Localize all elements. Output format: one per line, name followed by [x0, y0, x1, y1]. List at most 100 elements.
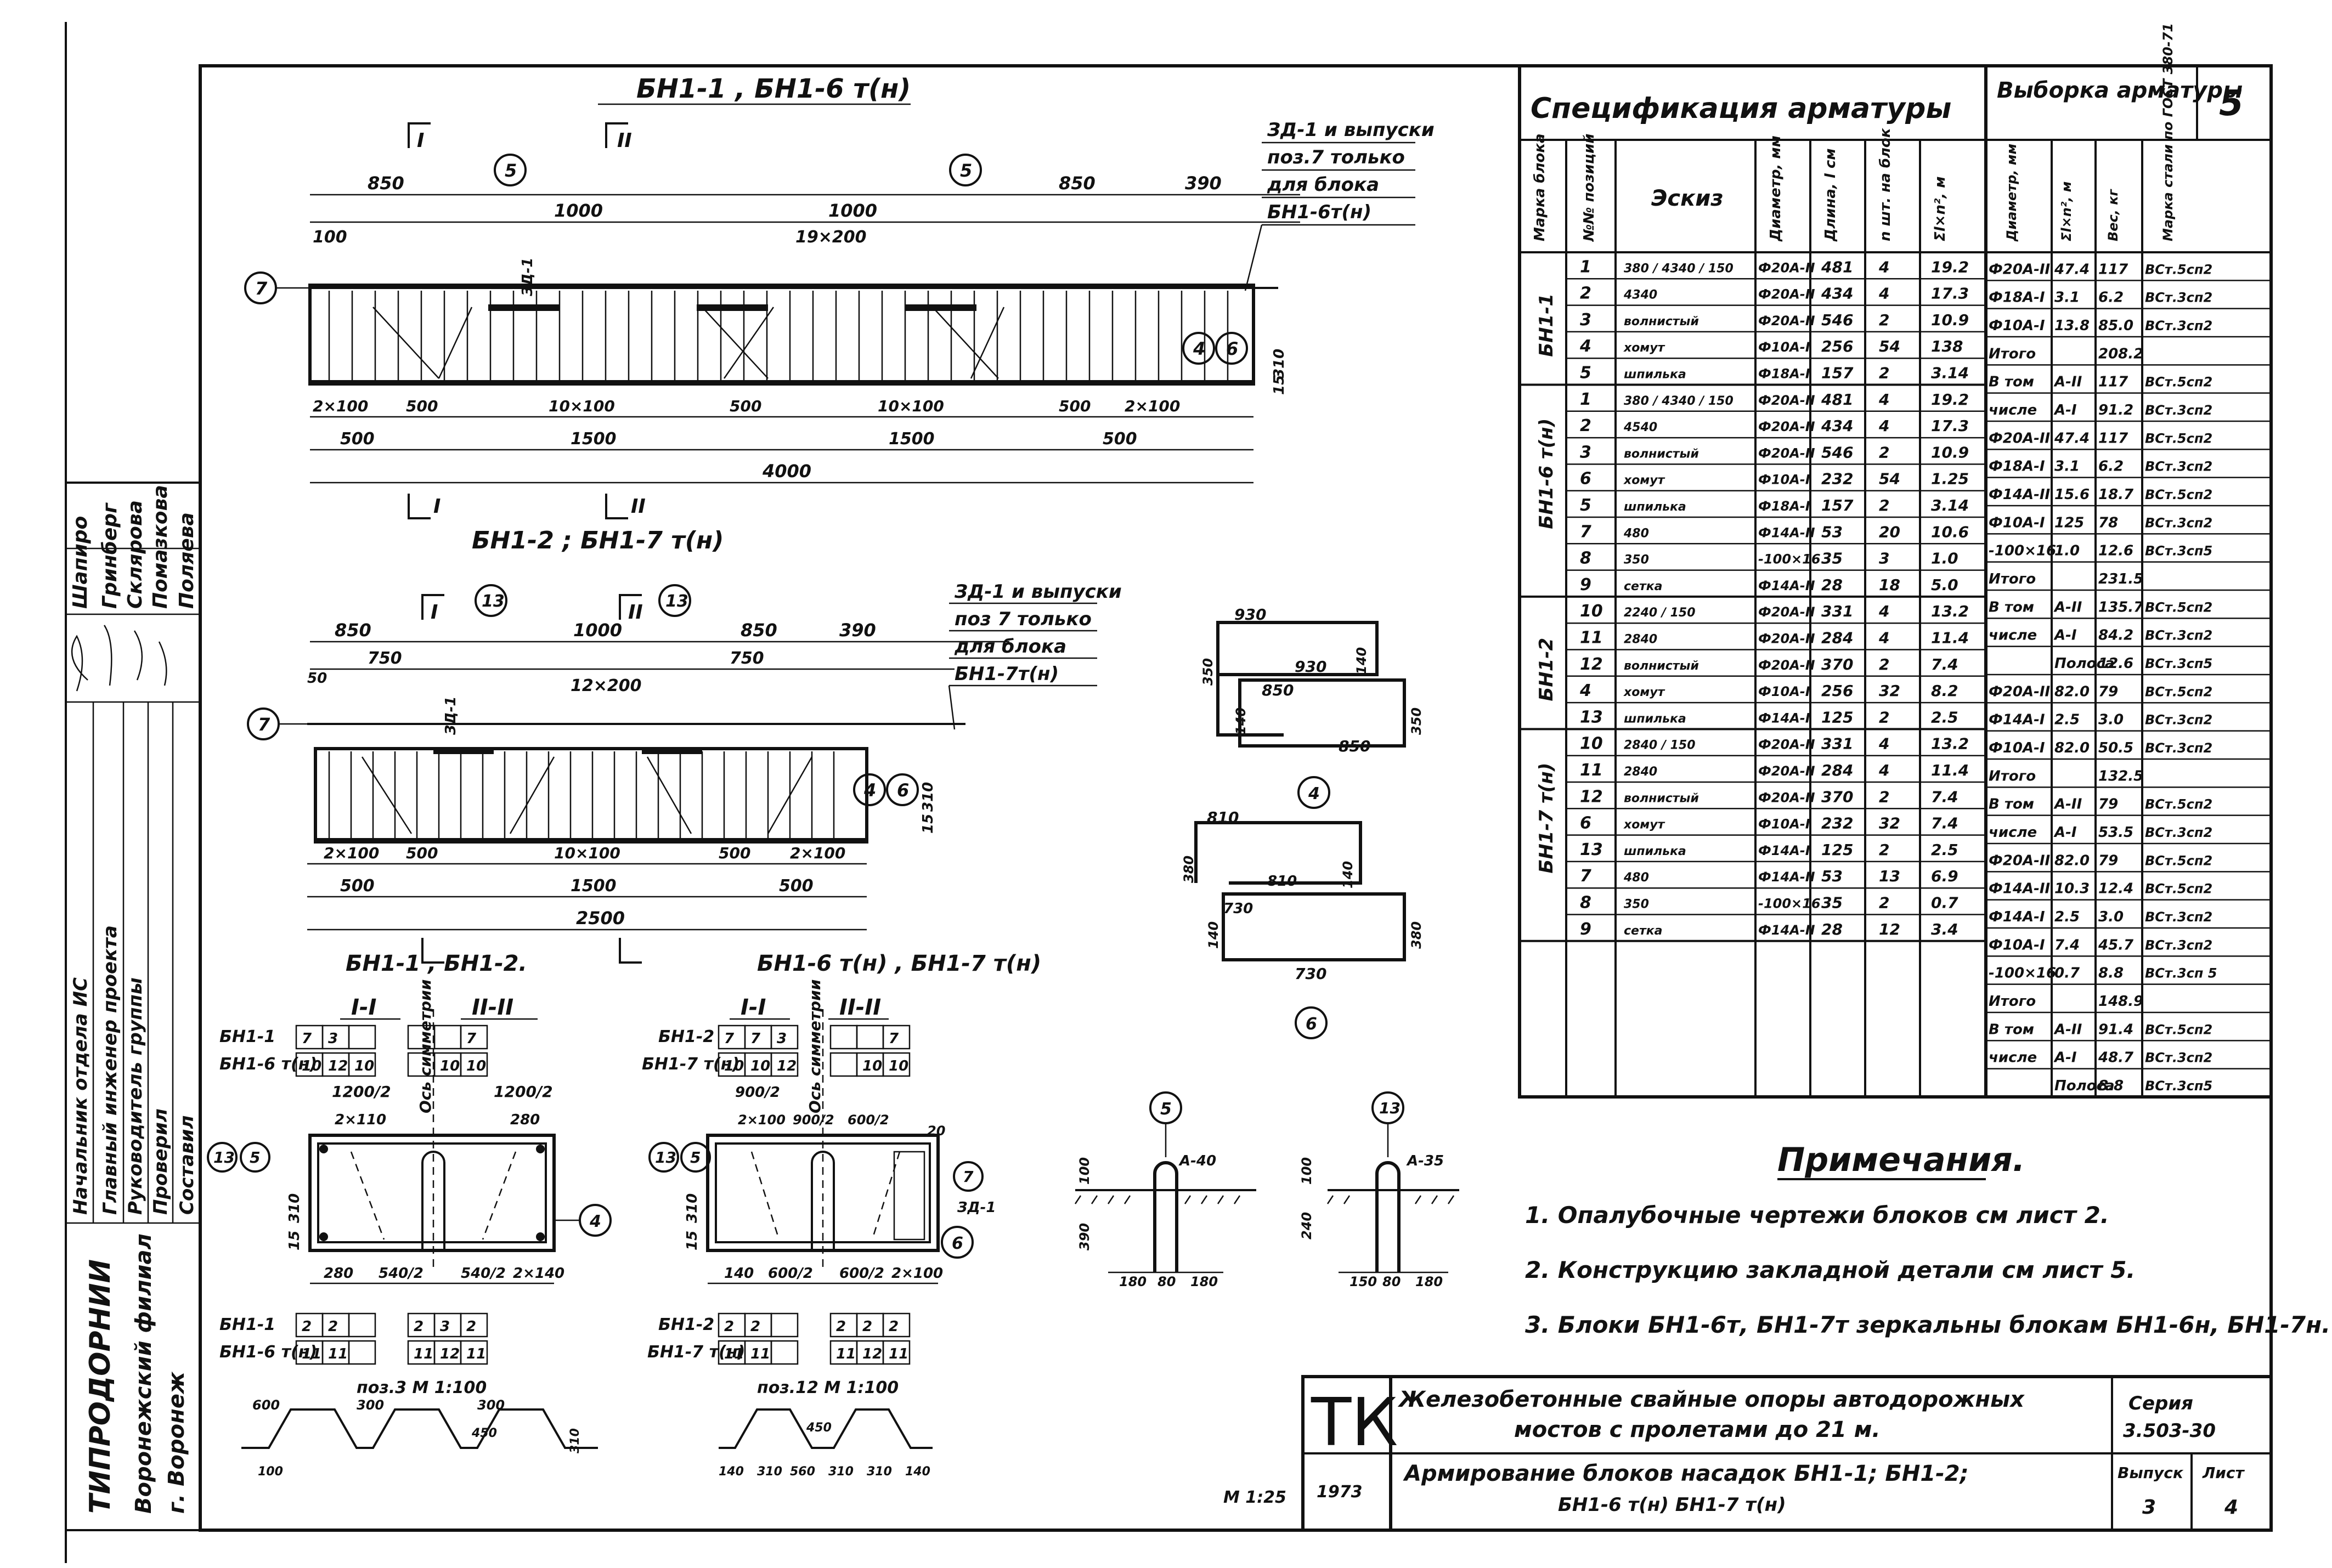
sec-right-s2: II-II — [839, 995, 881, 1020]
sec-right-cells-cell: 7 — [724, 1031, 735, 1047]
sel-header: Марка стали по ГОСТ 380-71 — [2160, 23, 2176, 241]
sec-right-cells-cell: 10 — [889, 1058, 908, 1074]
sel-cell: А-II — [2053, 796, 2082, 813]
sel-cell: В том — [1989, 796, 2034, 813]
spec-len: 35 — [1821, 550, 1843, 568]
sel-cell: 8.8 — [2098, 965, 2124, 982]
plan-mid-mark-1: I — [431, 601, 438, 624]
plan-mid-total: 2500 — [576, 908, 625, 929]
spec-total: 7.4 — [1931, 655, 1958, 673]
plan-top-dim-b: 1000 — [554, 200, 603, 221]
plan-top-total: 4000 — [762, 461, 811, 482]
sec-right-callout-5: 5 — [690, 1148, 701, 1167]
plan-top-inner-b: 19×200 — [795, 228, 867, 247]
sel-cell: 8.8 — [2098, 1078, 2124, 1094]
sel-cell: ВСт.3сп2 — [2145, 909, 2212, 925]
sec-left-bd-2: 300 — [477, 1397, 505, 1413]
sec-right-bd-3: 310 — [828, 1465, 854, 1479]
sel-cell: Ф20А-II — [1989, 683, 2051, 700]
spec-total: 3.14 — [1931, 496, 1969, 514]
spec-pos: 3 — [1580, 310, 1591, 330]
plan-mid-h1: 310 — [920, 782, 936, 812]
title-series-label: Серия — [2128, 1392, 2193, 1414]
spec-count: 2 — [1879, 841, 1889, 859]
sel-cell: Ф18А-I — [1989, 458, 2045, 475]
sec-left-cells-cell: 10 — [354, 1058, 374, 1074]
sec-left-callout-4: 4 — [589, 1212, 601, 1231]
det13-callout: 13 — [1379, 1099, 1401, 1117]
spec-diam: Ф20А-II — [1758, 445, 1815, 461]
sel-cell: 79 — [2098, 796, 2118, 813]
spec-diam: Ф14А-II — [1758, 525, 1815, 540]
sec-left-bcells-cell: 2 — [328, 1318, 338, 1335]
spec-len: 35 — [1821, 894, 1843, 912]
title-name4: БН1-6 т(н) БН1-7 т(н) — [1558, 1494, 1786, 1516]
sec-right-bd-1: 310 — [757, 1465, 782, 1479]
sel-cell: 2.5 — [2054, 712, 2080, 728]
sel-cell: ВСт.3сп 5 — [2145, 966, 2217, 981]
sel-cell: Ф20А-II — [1989, 261, 2051, 278]
sel-cell: 79 — [2098, 852, 2118, 869]
sec-left-bend-title: поз.3 М 1:100 — [357, 1378, 487, 1397]
spec-count: 2 — [1879, 443, 1889, 461]
plan-top-note-3: для блока — [1267, 174, 1379, 196]
sec-right-title: БН1-6 т(н) , БН1-7 т(н) — [757, 951, 1041, 976]
plan-top-half-3: 500 — [1103, 429, 1137, 449]
signatures — [71, 625, 167, 692]
sel-cell: 15.6 — [2054, 486, 2090, 503]
stamp-role-1: Главный инженер проекта — [99, 925, 121, 1215]
sel-cell: -100×16 — [1989, 965, 2056, 982]
st-up-d0: 930 — [1234, 605, 1266, 624]
title-logo: ТК — [1311, 1385, 1398, 1461]
sec-left-cells-cell: 10 — [302, 1058, 321, 1074]
spec-diam: Ф20А-II — [1758, 737, 1815, 752]
sel-cell: ВСт.5сп2 — [2145, 853, 2212, 868]
spec-pos: 2 — [1580, 416, 1591, 435]
sel-cell: 82.0 — [2054, 852, 2090, 869]
sec-right-bcells-cell: 11 — [724, 1346, 744, 1362]
spec-len: 546 — [1821, 443, 1853, 461]
spec-len: 157 — [1821, 496, 1854, 514]
sec-right-cells-cell: 7 — [750, 1031, 761, 1047]
sel-cell: 3.0 — [2098, 712, 2124, 728]
stamp-name-1: Гринберг — [99, 502, 121, 609]
plan-mid-callout-6: 6 — [897, 780, 909, 801]
sec-right-db-1: 600/2 — [768, 1265, 813, 1282]
sel-cell: ВСт.5сп2 — [2145, 487, 2212, 502]
sel-cell: 47.4 — [2054, 261, 2090, 278]
plan-top-callout-7: 7 — [255, 278, 268, 299]
sec-left-ds-1: 15 — [286, 1231, 303, 1250]
sec-left-ds-0: 310 — [286, 1193, 303, 1223]
sec-right-callout-6: 6 — [952, 1234, 963, 1253]
spec-diam: Ф10А-I — [1758, 339, 1810, 355]
sec-right-cells-cell: 7 — [889, 1031, 899, 1047]
sec-left-axis: Ось симметрии — [416, 980, 434, 1113]
plan-top-mark-2b: II — [631, 495, 646, 518]
spec-pos: 12 — [1580, 787, 1603, 806]
spec-total: 8.2 — [1931, 682, 1958, 700]
spec-len: 481 — [1821, 258, 1853, 276]
sel-header: Диаметр, мм — [2004, 144, 2019, 242]
plan-top-note-4: БН1-6т(н) — [1267, 201, 1371, 223]
sel-cell: Ф10А-I — [1989, 740, 2045, 756]
spec-len: 284 — [1821, 629, 1853, 647]
sel-cell: ВСт.3сп2 — [2145, 937, 2212, 953]
spec-block: БН1-6 т(н) — [1535, 418, 1557, 529]
st-lo-d5: 730 — [1295, 965, 1326, 983]
spec-len: 125 — [1821, 841, 1853, 859]
spec-pos: 9 — [1580, 920, 1591, 939]
sel-cell: 47.4 — [2054, 430, 2090, 446]
spec-header: №№ позиций — [1581, 134, 1597, 242]
sel-cell: 12.6 — [2098, 655, 2133, 672]
sel-cell: Ф20А-II — [1989, 852, 2051, 869]
sections-left: БН1-1 , БН1-2. I-I II-II БН1-1 БН1-6 т(н… — [207, 951, 612, 1479]
sec-right-ds-0: 310 — [684, 1193, 701, 1223]
sec-right-b2-label: БН1-7 т(н) — [647, 1343, 745, 1362]
plan-top-bdim-5: 500 — [1059, 397, 1091, 415]
spec-block: БН1-1 — [1535, 293, 1557, 357]
sel-cell: ВСт.3сп5 — [2145, 1078, 2212, 1094]
spec-header: Диаметр, мм — [1768, 135, 1784, 242]
sec-right-ds-1: 15 — [684, 1231, 701, 1250]
sel-cell: 135.7 — [2098, 599, 2144, 615]
